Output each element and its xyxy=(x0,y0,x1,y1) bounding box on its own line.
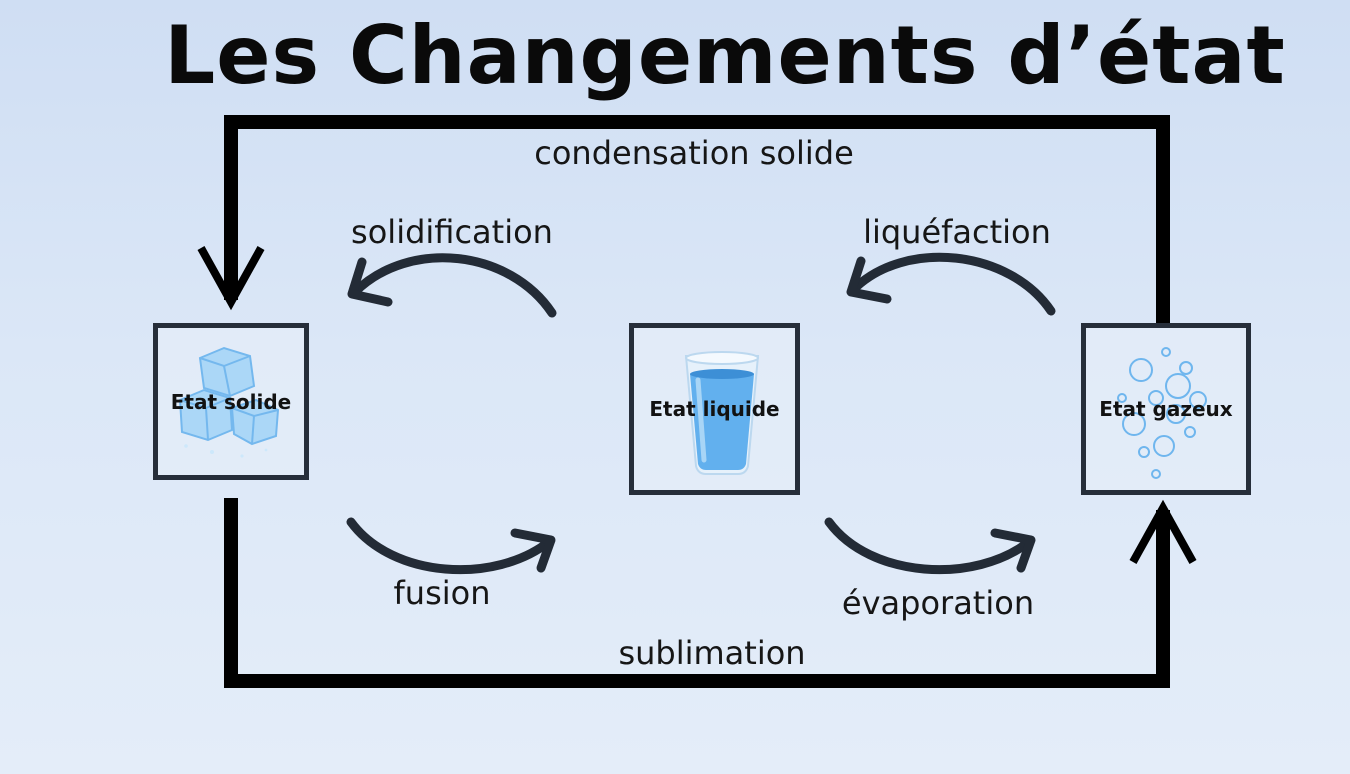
state-label-gas: Etat gazeux xyxy=(1099,397,1233,421)
ice-cubes-icon xyxy=(178,346,280,458)
state-label-liquid: Etat liquide xyxy=(649,397,780,421)
glass-of-water-icon xyxy=(684,351,760,475)
fusion-arrow xyxy=(346,517,556,575)
label-sublimation: sublimation xyxy=(618,634,806,672)
label-evaporation: évaporation xyxy=(841,584,1035,622)
label-condensation-solide: condensation solide xyxy=(534,134,854,172)
label-solidification: solidification xyxy=(351,213,553,251)
state-box-solid: Etat solide xyxy=(153,323,309,480)
label-fusion: fusion xyxy=(393,574,491,612)
state-box-gas: Etat gazeux xyxy=(1081,323,1251,495)
evaporation-arrow xyxy=(824,517,1036,575)
state-label-solid: Etat solide xyxy=(170,389,292,414)
sublimation-arrow xyxy=(224,498,1197,688)
liquefaction-arrow xyxy=(846,252,1056,316)
solidification-arrow xyxy=(347,253,557,318)
page-title: Les Changements d’état xyxy=(164,9,1286,102)
state-box-liquid: Etat liquide xyxy=(629,323,800,495)
condensation-solide-arrow xyxy=(197,115,1170,325)
label-liquefaction: liquéfaction xyxy=(863,213,1051,251)
bubbles-icon xyxy=(1117,347,1207,479)
